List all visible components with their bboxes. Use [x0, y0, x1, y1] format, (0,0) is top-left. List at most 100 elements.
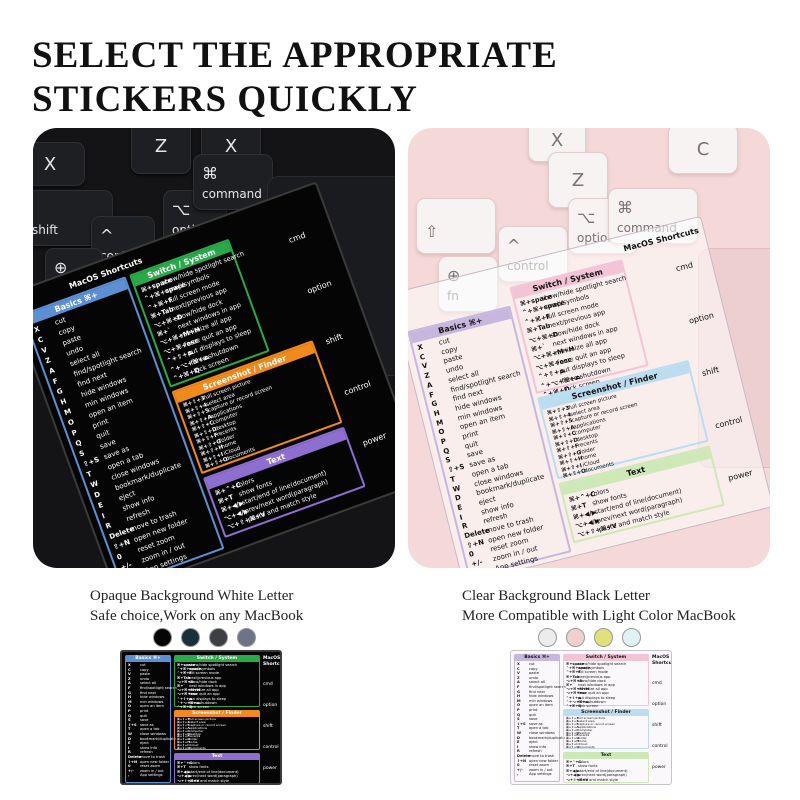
mini-shortcut-action: select area [578, 718, 595, 723]
mini-shortcut-action: show/hide spotlight search [578, 662, 627, 666]
mini-shortcut-row: ⌃+⇧+⏏put displays to sleep [566, 696, 647, 700]
mini-shortcut-action: desktop [189, 731, 201, 736]
mini-shortcut-action: refresh [529, 749, 542, 754]
mini-shortcut-row: ⌘+⇧+Ddesktop [566, 731, 647, 735]
key-x: X [528, 128, 586, 162]
mini-shortcut-action: start/end of line(document) [189, 769, 239, 774]
mini-shortcut-action: print [529, 708, 538, 712]
mini-shortcut-action: lock screen [578, 704, 599, 708]
shift-icon: ⇧ [425, 222, 439, 241]
mini-shortcut-key: M [128, 699, 132, 704]
color-swatch[interactable] [622, 628, 641, 647]
mini-shortcut-key: ⌘+Tab [566, 674, 580, 679]
mini-shortcut-key: ⌘+⇧+H [566, 739, 579, 744]
mini-shortcut-key: D [517, 735, 520, 740]
dark-keyboard-photo: X Z X shift ^control ⌥option ⌘command ⊕f… [33, 128, 395, 568]
mini-shortcut-action: zoom in / out [529, 767, 553, 772]
mini-shortcut-key: ⌃+⌘+Q [177, 705, 193, 709]
mini-shortcut-action: recents [189, 734, 201, 739]
color-swatch[interactable] [181, 628, 200, 647]
mini-shortcut-row: ⌥+⌘+Dshow/hide dock [177, 680, 258, 684]
mini-shortcut-key: T [128, 727, 131, 732]
mini-shortcut-row: ⌘+spaceshow/hide spotlight search [177, 663, 258, 667]
mini-shortcut-action: hide windows [529, 694, 554, 699]
mini-shortcut-key: +/- [517, 767, 523, 772]
mini-shortcut-row: ⌃+⌥+⌘+⏏force shutdown [566, 700, 647, 704]
mini-shortcut-row: ⌥+⇧+⌘+Vpaste and match style [177, 779, 258, 783]
color-swatch[interactable] [209, 628, 228, 647]
mini-shortcut-action: close windows [140, 732, 166, 736]
mini-shortcut-key: O [517, 703, 521, 708]
mini-shortcut-key: ⌘+T [177, 765, 186, 770]
mini-shortcut-action: reset zoom [140, 764, 161, 769]
mini-shortcut-key: ⌘+⇧+C [177, 728, 190, 733]
mini-shortcut-action: home [189, 740, 198, 745]
mini-shortcut-action: show/hide dock [578, 678, 606, 683]
color-swatch[interactable] [594, 628, 613, 647]
mini-shortcut-row: ⌘+⇧+3full screen picture [177, 718, 258, 721]
mini-shortcut-key: ⌘+⇧+C [566, 727, 579, 732]
mini-side-key-cmd: cmd [263, 682, 273, 687]
mini-panel-title: Text [175, 754, 259, 760]
caption-opaque: Opaque Background White Letter Safe choi… [90, 586, 303, 626]
mini-shortcut-action: show fonts [578, 764, 598, 769]
mini-shortcut-action: next windows in app [189, 684, 226, 688]
caption-opaque-line-1: Opaque Background White Letter [90, 588, 294, 604]
key-label: Z [154, 135, 168, 157]
mini-shortcut-key: Delete [517, 754, 531, 758]
color-swatch[interactable] [153, 628, 172, 647]
mini-shortcut-key: ⇧+N [128, 759, 138, 764]
mini-shortcut-row: ⌘+Tabnext/previous app [566, 675, 647, 679]
side-key-cmd: cmd [287, 230, 307, 245]
mini-shortcut-key: ⌥+◀/▶ [566, 773, 580, 778]
mini-shortcut-key: ⇧+S [128, 722, 137, 727]
mini-shortcut-row: ⌃+⌘+Ffull screen mode [566, 670, 647, 674]
mini-panel-title: Switch / System [175, 656, 259, 662]
mini-shortcut-action: documents [189, 746, 206, 750]
mini-shortcut-row: ⌘+⇧+3full screen picture [566, 717, 647, 720]
side-key-option: option [305, 278, 333, 296]
mini-shortcut-row: ⌘+◀/▶start/end of line(document) [566, 769, 647, 773]
mini-shortcut-row: ,App settings [128, 773, 169, 778]
mini-shortcut-key: ⌘+Tab [177, 675, 191, 680]
mini-shortcut-key: ⌘+⇧+F [566, 733, 579, 738]
mini-shortcut-key: ⌘+◀/▶ [566, 768, 580, 773]
side-key-shift: shift [324, 331, 344, 347]
mini-shortcut-key: ⇧+S [517, 721, 526, 726]
color-swatch[interactable] [237, 628, 256, 647]
mini-side-key-power: power [652, 765, 666, 770]
mini-shortcut-action: copy [529, 666, 538, 671]
mini-shortcut-key: F [517, 685, 520, 689]
mini-shortcut-action: full screen picture [189, 717, 216, 721]
mini-shortcut-action: cut [529, 662, 535, 666]
mini-shortcut-key: V [128, 672, 131, 677]
mini-shortcut-action: prev/next word(paragraph) [578, 773, 627, 778]
mini-shortcut-key: C [517, 666, 520, 671]
mini-shortcut-row: ⌘+⇧+Frecents [177, 735, 258, 738]
mini-shortcut-key: O [128, 704, 132, 709]
mini-shortcut-action: show info [529, 744, 547, 749]
mini-shortcut-action: App settings [140, 773, 163, 778]
mini-shortcut-key: +/- [128, 768, 134, 773]
mini-shortcut-key: ⌃+⇧+⏏ [566, 695, 582, 700]
color-swatch[interactable] [538, 628, 557, 647]
side-key-power: power [361, 430, 388, 448]
mini-shortcut-row: ⌘+⇧+Hhome [566, 740, 647, 743]
color-swatch[interactable] [566, 628, 585, 647]
headline-line-2: STICKERS QUICKLY [32, 79, 418, 120]
mini-shortcut-key: , [517, 772, 519, 777]
mini-shortcut-action: recents [578, 733, 590, 738]
mini-panel-switch: Switch / System⌘+spaceshow/hide spotligh… [563, 654, 649, 708]
mini-shortcut-action: capture or record screen [189, 722, 226, 727]
caption-clear: Clear Background Black Letter More Compa… [462, 586, 736, 626]
